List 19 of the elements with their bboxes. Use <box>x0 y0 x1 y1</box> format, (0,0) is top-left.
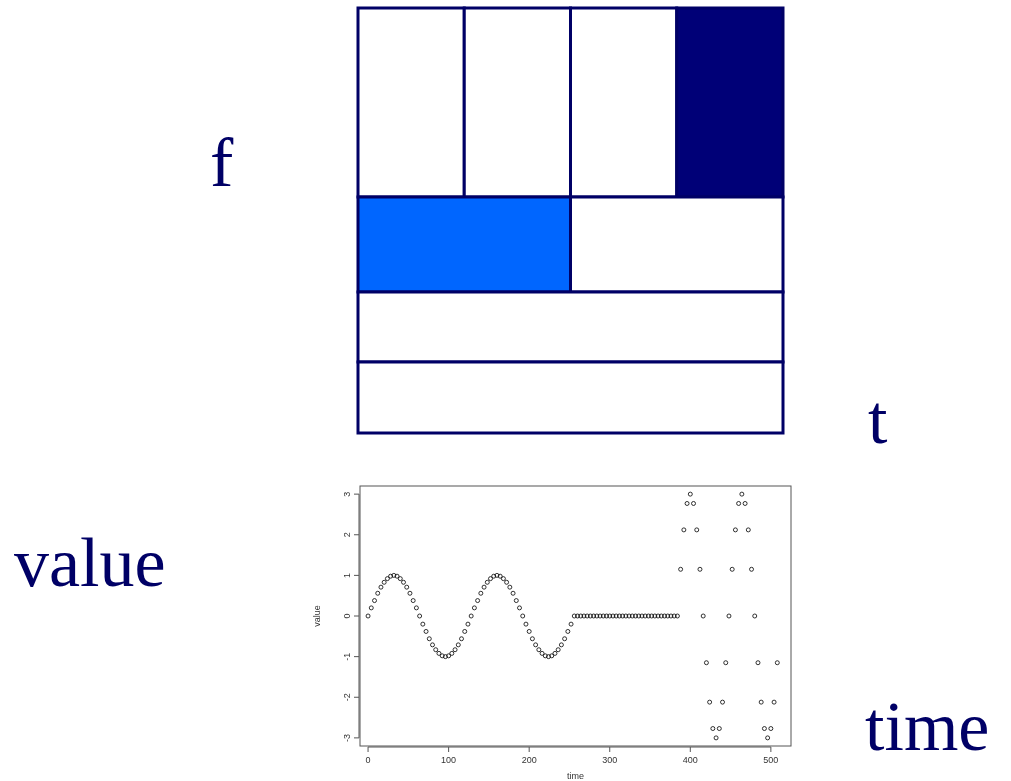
axis-label: value <box>14 528 166 598</box>
tick-label: 0 <box>342 613 352 619</box>
axis-label: time <box>865 692 990 762</box>
tick-label: 300 <box>602 755 618 765</box>
axis-title: time <box>567 771 584 781</box>
tick-label: 400 <box>682 755 698 765</box>
axis-label: f <box>210 128 234 198</box>
tick-label: -1 <box>342 652 352 661</box>
tick-label: -3 <box>342 733 352 742</box>
tick-label: 200 <box>521 755 537 765</box>
tick-label: 3 <box>342 491 352 497</box>
tick-label: 2 <box>342 532 352 538</box>
axis-title: value <box>312 605 322 627</box>
tick-label: 500 <box>763 755 779 765</box>
tick-label: 0 <box>365 755 371 765</box>
tick-label: 1 <box>342 572 352 578</box>
axis-label: t <box>868 385 888 455</box>
tick-label: 100 <box>441 755 457 765</box>
tick-label: -2 <box>342 693 352 702</box>
